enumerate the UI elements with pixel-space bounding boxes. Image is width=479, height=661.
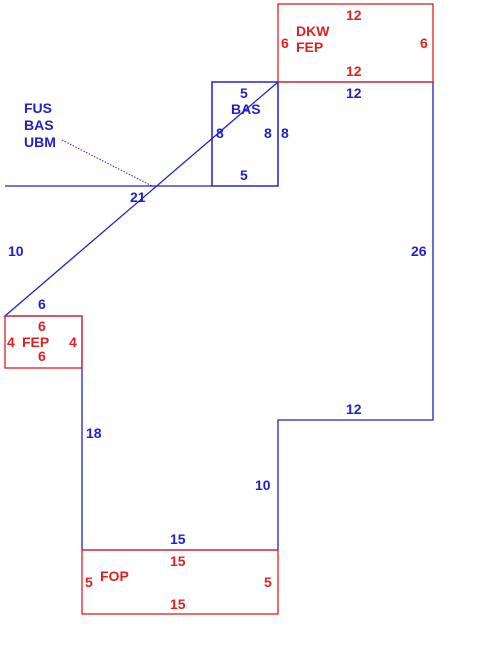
dim-top-left: 21 xyxy=(130,189,146,205)
bas-dim-right-outer: 8 xyxy=(281,125,289,141)
dim-step-top: 6 xyxy=(38,296,46,312)
dkw-dim-left: 6 xyxy=(281,35,289,51)
fop-box-outline xyxy=(81,549,279,615)
dim-inner-horizontal: 12 xyxy=(346,401,362,417)
main-code-fus: FUS xyxy=(24,100,52,116)
bas-dim-top: 5 xyxy=(240,85,248,101)
fop-dim-bottom: 15 xyxy=(170,596,186,612)
dkw-dim-right: 6 xyxy=(420,35,428,51)
dkw-dim-top: 12 xyxy=(346,7,362,23)
main-code-bas: BAS xyxy=(24,117,54,133)
fop-dim-right: 5 xyxy=(264,574,272,590)
fep-box-outline xyxy=(4,315,83,369)
bas-box-outline xyxy=(211,81,279,187)
fop-dim-top: 15 xyxy=(170,553,186,569)
main-code-ubm: UBM xyxy=(24,134,56,150)
fep-dim-right: 4 xyxy=(69,334,77,350)
dim-top-right: 12 xyxy=(346,85,362,101)
bas-dim-right-inner: 8 xyxy=(264,125,272,141)
dim-bottom: 15 xyxy=(170,531,186,547)
fop-dim-left: 5 xyxy=(85,574,93,590)
dkw-box-code-dkw: DKW xyxy=(296,23,330,39)
dkw-box-code-fep: FEP xyxy=(296,39,323,55)
dkw-box-outline xyxy=(277,3,434,83)
dim-left-upper: 10 xyxy=(8,243,24,259)
bas-dim-bottom: 5 xyxy=(240,167,248,183)
bas-dim-left: 8 xyxy=(216,125,224,141)
bas-box-code: BAS xyxy=(231,101,261,117)
fep-box-code: FEP xyxy=(22,334,49,350)
dim-left-lower: 18 xyxy=(86,425,102,441)
fep-dim-bottom: 6 xyxy=(38,348,46,364)
dkw-dim-bottom: 12 xyxy=(346,63,362,79)
area-code-leader xyxy=(61,139,153,187)
fop-box-code: FOP xyxy=(100,568,129,584)
dim-right: 26 xyxy=(411,243,427,259)
fep-dim-left: 4 xyxy=(7,334,15,350)
fep-dim-top: 6 xyxy=(38,318,46,334)
dim-inner-vertical: 10 xyxy=(255,477,271,493)
